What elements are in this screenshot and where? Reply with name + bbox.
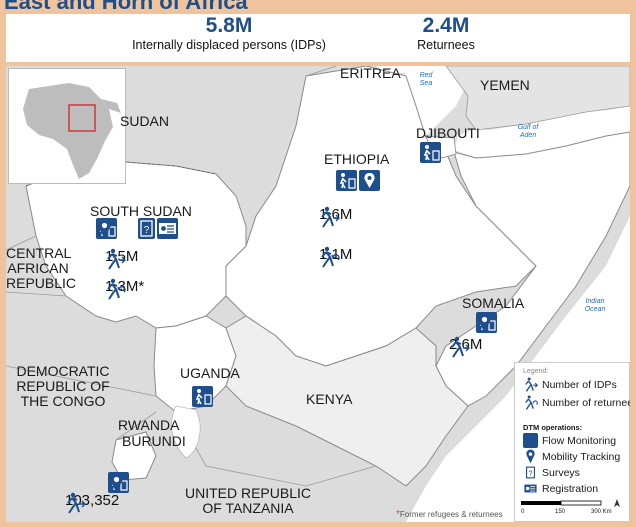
somalia-dtm-icons — [476, 312, 516, 334]
south-sudan-idp-figure: 1.5M — [104, 248, 138, 270]
label-eritrea: ERITREA — [340, 66, 401, 81]
idp-runner-icon — [525, 377, 538, 392]
legend: Legend: Number of IDPs Number of returne… — [514, 362, 630, 522]
label-djibouti: DJIBOUTI — [416, 125, 480, 141]
survey-icon[interactable]: ? — [138, 218, 155, 239]
north-arrow-icon — [614, 499, 620, 507]
mobility-tracking-pin-icon[interactable] — [110, 472, 148, 494]
legend-flow: Flow Monitoring — [523, 433, 616, 448]
legend-idps: Number of IDPs — [523, 377, 617, 392]
returnee-total-value: 2.4M — [422, 14, 470, 37]
footnote-text: Former refugees & returnees — [399, 510, 503, 519]
legend-ops-title: DTM operations: — [523, 423, 583, 432]
flow-monitoring-icon — [523, 433, 538, 448]
svg-text:?: ? — [144, 225, 150, 236]
footnote: *Former refugees & returnees — [396, 509, 503, 520]
lake-victoria — [171, 405, 201, 459]
label-gulf-of-aden: Gulf of Aden — [517, 124, 539, 139]
survey-icon: ? — [526, 466, 535, 479]
title-strip: East and Horn of Africa — [4, 0, 248, 14]
label-burundi: BURUNDI — [122, 433, 186, 449]
burundi-shape — [111, 431, 157, 481]
ethiopia-returnee-figure: 1.1M — [318, 246, 352, 268]
scale-bar: 0 150 300 Km — [521, 497, 621, 521]
sudan-border-dashed — [25, 161, 217, 187]
legend-registration: Registration — [523, 481, 598, 496]
flow-monitoring-icon[interactable] — [420, 142, 441, 163]
legend-title: Legend: — [523, 368, 549, 375]
label-south-sudan: SOUTH SUDAN — [90, 203, 192, 219]
boundaries — [6, 66, 377, 487]
legend-returnees: Number of returnees — [523, 395, 630, 410]
label-indian-ocean: Indian Ocean — [584, 298, 606, 313]
flow-monitoring-icon[interactable] — [336, 170, 357, 191]
burundi-idp-figure: 103,352 — [64, 492, 120, 514]
map[interactable]: ERITREA YEMEN SUDAN DJIBOUTI ETHIOPIA SO… — [6, 66, 630, 522]
south-sudan-returnee-figure: 1.3M* — [104, 278, 144, 300]
flow-monitoring-icon[interactable] — [192, 386, 213, 407]
label-kenya: KENYA — [306, 391, 353, 407]
idp-total: 5.8M Internally displaced persons (IDPs) — [104, 14, 354, 53]
svg-text:?: ? — [529, 470, 533, 478]
kenya-shape — [225, 315, 469, 487]
idp-runner-icon — [67, 492, 86, 514]
ethiopia-idp-figure: 1.6M — [318, 206, 352, 228]
label-car: CENTRAL AFRICAN REPUBLIC — [6, 245, 77, 291]
label-ethiopia: ETHIOPIA — [324, 151, 390, 167]
somalia-idp-figure: 2.6M — [448, 336, 482, 358]
mobility-tracking-pin-icon — [526, 449, 535, 464]
legend-surveys: ? Surveys — [523, 465, 580, 480]
idp-total-label: Internally displaced persons (IDPs) — [132, 38, 326, 52]
burundi-idps: 103,352 — [65, 492, 120, 509]
idp-runner-icon — [451, 336, 470, 358]
returnee-runner-icon — [321, 246, 340, 268]
label-rwanda: RWANDA — [118, 417, 180, 433]
summary-header: 5.8M Internally displaced persons (IDPs)… — [6, 14, 630, 62]
map-canvas — [6, 66, 630, 522]
label-yemen: YEMEN — [480, 77, 530, 93]
label-tanzania: UNITED REPUBLIC OF TANZANIA — [184, 485, 312, 516]
label-sudan: SUDAN — [120, 113, 170, 129]
somalia-shape — [435, 131, 630, 407]
mobility-tracking-pin-icon[interactable] — [98, 218, 136, 240]
registration-card-icon — [524, 484, 537, 493]
label-red-sea: Red Sea — [419, 72, 433, 87]
djibouti-dtm-icons — [420, 142, 441, 163]
label-drc: DEMOCRATIC REPUBLIC OF THE CONGO — [16, 363, 110, 409]
label-uganda: UGANDA — [180, 365, 240, 381]
gulf-of-aden — [472, 108, 630, 156]
ethiopia-dtm-icons — [336, 170, 380, 191]
burundi-dtm-icons — [108, 472, 148, 494]
label-somalia: SOMALIA — [462, 295, 525, 311]
yemen-shape — [445, 66, 630, 131]
idp-runner-icon — [321, 206, 340, 228]
returnee-runner-icon — [107, 278, 126, 300]
idp-runner-icon — [107, 248, 126, 270]
mobility-tracking-pin-icon[interactable] — [478, 312, 516, 334]
inset-locator-map — [8, 68, 126, 184]
uganda-dtm-icons — [192, 386, 213, 407]
registration-card-icon[interactable] — [157, 218, 178, 239]
idp-total-value: 5.8M — [205, 14, 253, 37]
mobility-tracking-pin-icon[interactable] — [359, 170, 380, 191]
south-sudan-dtm-icons: ? — [96, 218, 178, 240]
returnee-total: 2.4M Returnees — [386, 14, 506, 53]
returnee-runner-icon — [525, 395, 538, 410]
legend-mobility: Mobility Tracking — [523, 449, 620, 464]
returnee-total-label: Returnees — [417, 38, 475, 52]
